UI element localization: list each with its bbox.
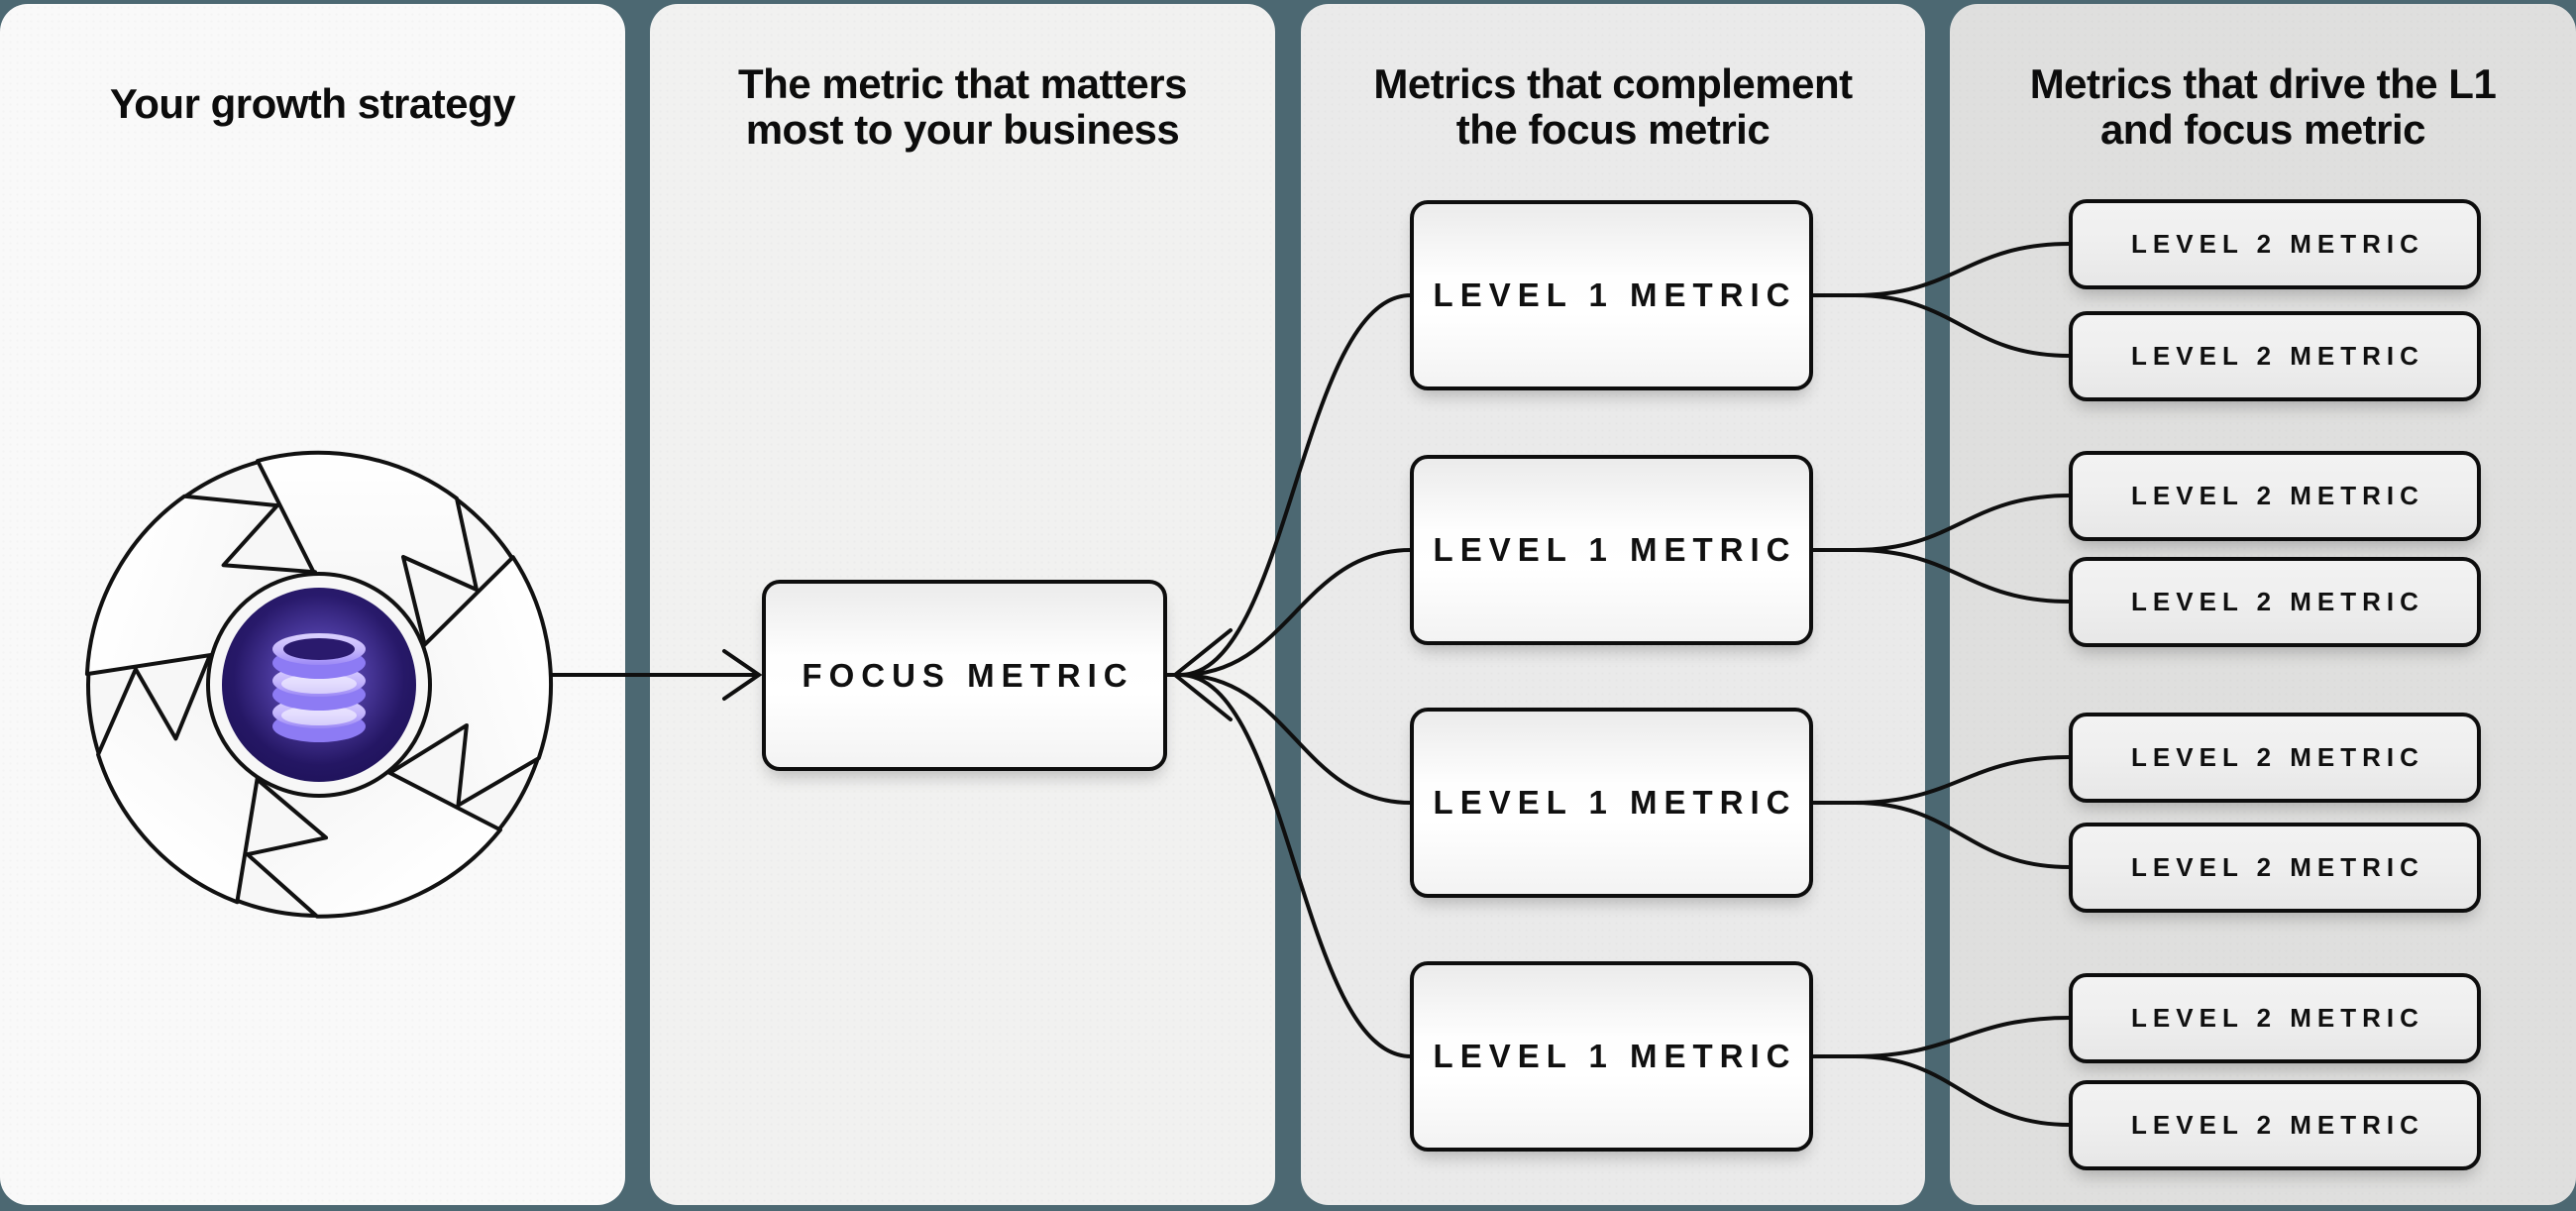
panel-title-level2-metrics: Metrics that drive the L1 and focus metr… [1995, 61, 2530, 153]
level2-metric-box: LEVEL 2 METRIC [2069, 311, 2481, 401]
level2-metric-label: LEVEL 2 METRIC [2131, 1110, 2424, 1140]
title-line: the focus metric [1455, 106, 1771, 153]
title-line: Metrics that complement [1373, 60, 1853, 107]
level2-metric-box: LEVEL 2 METRIC [2069, 451, 2481, 541]
level2-metric-label: LEVEL 2 METRIC [2131, 229, 2424, 259]
level2-metric-label: LEVEL 2 METRIC [2131, 341, 2424, 371]
level1-metric-label: LEVEL 1 METRIC [1433, 1038, 1797, 1074]
level1-metric-box: LEVEL 1 METRIC [1410, 455, 1813, 645]
focus-metric-label: FOCUS METRIC [802, 656, 1134, 694]
level2-metric-box: LEVEL 2 METRIC [2069, 1080, 2481, 1170]
flywheel-database-icon [84, 450, 554, 919]
level2-metric-box: LEVEL 2 METRIC [2069, 557, 2481, 647]
level1-metric-box: LEVEL 1 METRIC [1410, 708, 1813, 898]
level2-metric-box: LEVEL 2 METRIC [2069, 823, 2481, 913]
panel-title-focus-metric: The metric that matters most to your bus… [696, 61, 1231, 153]
database-icon [272, 633, 366, 742]
level1-metric-label: LEVEL 1 METRIC [1433, 531, 1797, 568]
title-line: The metric that matters [738, 60, 1187, 107]
focus-metric-box: FOCUS METRIC [762, 580, 1167, 771]
level2-metric-label: LEVEL 2 METRIC [2131, 1003, 2424, 1033]
panel-title-level1-metrics: Metrics that complement the focus metric [1345, 61, 1880, 153]
level2-metric-label: LEVEL 2 METRIC [2131, 742, 2424, 772]
level1-metric-label: LEVEL 1 METRIC [1433, 276, 1797, 313]
panel-title-growth-strategy: Your growth strategy [46, 81, 581, 127]
title-line: Metrics that drive the L1 [2029, 60, 2497, 107]
database-disk-top [272, 633, 366, 679]
title-line: most to your business [745, 106, 1180, 153]
level2-metric-label: LEVEL 2 METRIC [2131, 481, 2424, 510]
level1-metric-box: LEVEL 1 METRIC [1410, 961, 1813, 1152]
level2-metric-box: LEVEL 2 METRIC [2069, 713, 2481, 803]
title-line: Your growth strategy [109, 80, 516, 127]
title-line: and focus metric [2099, 106, 2426, 153]
level2-metric-label: LEVEL 2 METRIC [2131, 852, 2424, 882]
level2-metric-label: LEVEL 2 METRIC [2131, 587, 2424, 616]
level2-metric-box: LEVEL 2 METRIC [2069, 973, 2481, 1063]
level2-metric-box: LEVEL 2 METRIC [2069, 199, 2481, 289]
level1-metric-label: LEVEL 1 METRIC [1433, 784, 1797, 821]
level1-metric-box: LEVEL 1 METRIC [1410, 200, 1813, 390]
